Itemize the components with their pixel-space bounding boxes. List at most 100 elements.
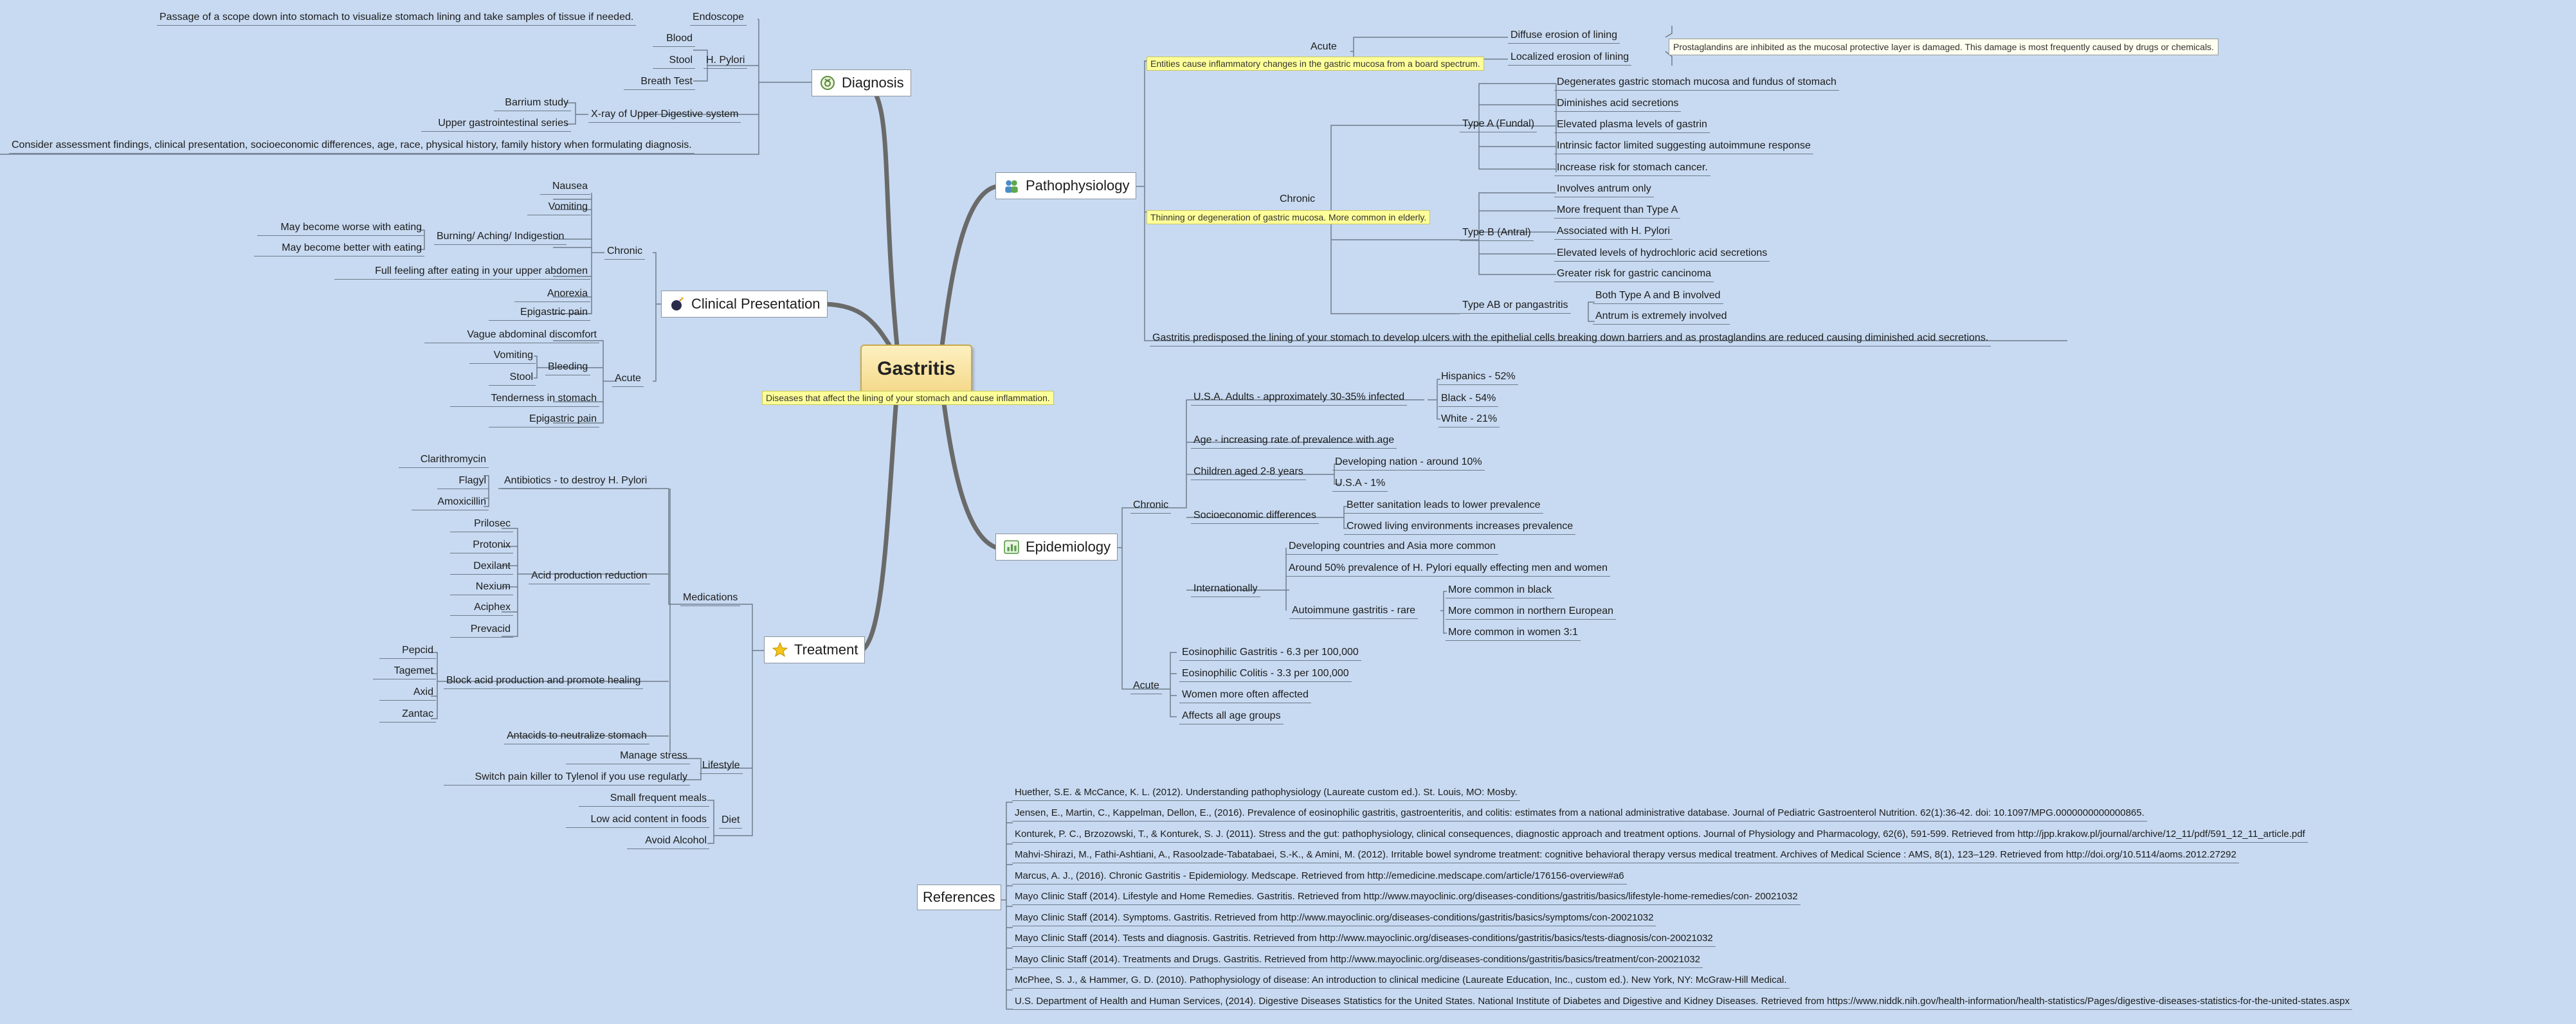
epi-children[interactable]: Children aged 2-8 years xyxy=(1191,465,1306,480)
reference-item[interactable]: U.S. Department of Health and Human Serv… xyxy=(1012,995,2352,1010)
typeA-item[interactable]: Diminishes acid secretions xyxy=(1554,97,1682,112)
hpylori-item[interactable]: Stool xyxy=(653,54,695,69)
epi-autoimmune[interactable]: Autoimmune gastritis - rare xyxy=(1289,604,1419,619)
chronic-item[interactable]: Nausea xyxy=(540,180,590,195)
epi-usa-item[interactable]: Black - 54% xyxy=(1438,392,1499,407)
epi-intl-item[interactable]: Developing countries and Asia more commo… xyxy=(1286,540,1498,555)
typeA-item[interactable]: Increase risk for stomach cancer. xyxy=(1554,161,1710,176)
chronic-item[interactable]: Anorexia xyxy=(514,287,590,302)
patho-acute-item[interactable]: Localized erosion of lining xyxy=(1508,51,1632,66)
reference-item[interactable]: Jensen, E., Martin, C., Kappelman, Dello… xyxy=(1012,807,2147,822)
epi-autoimmune-item[interactable]: More common in women 3:1 xyxy=(1446,626,1581,641)
burning-item[interactable]: May become worse with eating xyxy=(257,221,424,236)
patho-acute-item[interactable]: Diffuse erosion of lining xyxy=(1508,29,1620,44)
diet-label[interactable]: Diet xyxy=(719,814,743,829)
clinical-chronic[interactable]: Chronic xyxy=(604,245,646,260)
antacids-label[interactable]: Antacids to neutralize stomach xyxy=(504,730,649,744)
epi-socio-item[interactable]: Crowed living environments increases pre… xyxy=(1344,520,1576,535)
acid-item[interactable]: Aciphex xyxy=(450,601,513,616)
epi-acute[interactable]: Acute xyxy=(1130,679,1162,694)
diagnosis-topic[interactable]: Diagnosis xyxy=(812,69,911,96)
hpylori-item[interactable]: Breath Test xyxy=(624,75,695,90)
epi-acute-item[interactable]: Women more often affected xyxy=(1179,688,1311,703)
reference-item[interactable]: Marcus, A. J., (2016). Chronic Gastritis… xyxy=(1012,870,1627,885)
chronic-item[interactable]: Full feeling after eating in your upper … xyxy=(334,265,590,280)
block-item[interactable]: Tagemet xyxy=(373,665,436,679)
lifestyle-item[interactable]: Manage stress xyxy=(566,750,690,764)
acid-item[interactable]: Dexilant xyxy=(450,560,513,575)
typeB-item[interactable]: More frequent than Type A xyxy=(1554,204,1681,219)
lifestyle-item[interactable]: Switch pain killer to Tylenol if you use… xyxy=(444,771,690,786)
epi-usa-item[interactable]: Hispanics - 52% xyxy=(1438,370,1518,385)
epi-socio-item[interactable]: Better sanitation leads to lower prevale… xyxy=(1344,499,1543,514)
antibiotic-item[interactable]: Flagyl xyxy=(437,474,489,489)
block-acid-label[interactable]: Block acid production and promote healin… xyxy=(444,674,644,689)
epi-autoimmune-item[interactable]: More common in black xyxy=(1446,584,1554,598)
diet-item[interactable]: Small frequent meals xyxy=(579,792,709,807)
patho-chronic[interactable]: Chronic xyxy=(1280,193,1316,204)
epi-children-item[interactable]: Developing nation - around 10% xyxy=(1332,456,1485,471)
treatment-topic[interactable]: Treatment xyxy=(764,636,866,663)
epi-intl-item[interactable]: Around 50% prevalence of H. Pylori equal… xyxy=(1286,562,1610,577)
endoscope-desc[interactable]: Passage of a scope down into stomach to … xyxy=(157,11,637,26)
epi-autoimmune-item[interactable]: More common in northern European xyxy=(1446,605,1617,620)
acute-item[interactable]: Epigastric pain xyxy=(489,413,599,427)
acid-item[interactable]: Prevacid xyxy=(450,623,513,638)
diet-item[interactable]: Low acid content in foods xyxy=(566,813,709,828)
medications-label[interactable]: Medications xyxy=(680,591,741,606)
acid-reduction-label[interactable]: Acid production reduction xyxy=(529,570,650,584)
typeA-item[interactable]: Degenerates gastric stomach mucosa and f… xyxy=(1554,76,1839,91)
epi-usa[interactable]: U.S.A. Adults - approximately 30-35% inf… xyxy=(1191,391,1408,406)
burning-label[interactable]: Burning/ Aching/ Indigestion xyxy=(434,230,567,245)
acute-item[interactable]: Tenderness in stomach xyxy=(450,392,599,407)
endoscope-label[interactable]: Endoscope xyxy=(690,11,747,26)
xray-label[interactable]: X-ray of Upper Digestive system xyxy=(588,108,741,123)
antibiotic-item[interactable]: Amoxicillin xyxy=(412,496,489,510)
typeAB-item[interactable]: Both Type A and B involved xyxy=(1593,289,1723,304)
block-item[interactable]: Pepcid xyxy=(379,644,436,659)
typeB-item[interactable]: Associated with H. Pylori xyxy=(1554,225,1673,240)
typeA-item[interactable]: Intrinsic factor limited suggesting auto… xyxy=(1554,139,1813,154)
chronic-item[interactable]: Vomiting xyxy=(527,201,590,215)
antibiotics-label[interactable]: Antibiotics - to destroy H. Pylori xyxy=(502,474,650,489)
diet-item[interactable]: Avoid Alcohol xyxy=(627,834,709,849)
diagnosis-consider[interactable]: Consider assessment findings, clinical p… xyxy=(9,139,694,154)
references-topic[interactable]: References xyxy=(917,885,1001,910)
block-item[interactable]: Axid xyxy=(379,686,436,701)
typeAB-item[interactable]: Antrum is extremely involved xyxy=(1593,310,1730,325)
bleeding-item[interactable]: Stool xyxy=(489,371,536,386)
epidemiology-topic[interactable]: Epidemiology xyxy=(995,534,1118,561)
clinical-topic[interactable]: Clinical Presentation xyxy=(661,291,828,318)
typeB-label[interactable]: Type B (Antral) xyxy=(1460,226,1534,241)
patho-predisposes[interactable]: Gastritis predisposed the lining of your… xyxy=(1150,332,1991,346)
clinical-acute[interactable]: Acute xyxy=(612,372,644,387)
typeB-item[interactable]: Greater risk for gastric cancinoma xyxy=(1554,267,1714,282)
acid-item[interactable]: Nexium xyxy=(450,580,513,595)
reference-item[interactable]: Mayo Clinic Staff (2014). Lifestyle and … xyxy=(1012,890,1800,905)
block-item[interactable]: Zantac xyxy=(379,708,436,723)
reference-item[interactable]: Mayo Clinic Staff (2014). Tests and diag… xyxy=(1012,932,1716,947)
typeB-item[interactable]: Involves antrum only xyxy=(1554,183,1654,197)
bleeding-item[interactable]: Vomiting xyxy=(469,349,536,364)
typeA-item[interactable]: Elevated plasma levels of gastrin xyxy=(1554,118,1710,133)
xray-item[interactable]: Upper gastrointestinal series xyxy=(421,117,571,132)
hpylori-item[interactable]: Blood xyxy=(653,32,695,47)
epi-intl[interactable]: Internationally xyxy=(1191,582,1260,597)
acid-item[interactable]: Protonix xyxy=(450,539,513,553)
reference-item[interactable]: Mayo Clinic Staff (2014). Treatments and… xyxy=(1012,953,1703,968)
typeB-item[interactable]: Elevated levels of hydrochloric acid sec… xyxy=(1554,247,1770,262)
acid-item[interactable]: Prilosec xyxy=(450,517,513,532)
bleeding-label[interactable]: Bleeding xyxy=(545,361,591,375)
reference-item[interactable]: Huether, S.E. & McCance, K. L. (2012). U… xyxy=(1012,786,1520,801)
pathophysiology-topic[interactable]: Pathophysiology xyxy=(995,172,1137,199)
epi-acute-item[interactable]: Eosinophilic Colitis - 3.3 per 100,000 xyxy=(1179,667,1352,682)
antibiotic-item[interactable]: Clarithromycin xyxy=(399,453,489,468)
hpylori-label[interactable]: H. Pylori xyxy=(703,54,748,69)
reference-item[interactable]: McPhee, S. J., & Hammer, G. D. (2010). P… xyxy=(1012,974,1790,989)
typeA-label[interactable]: Type A (Fundal) xyxy=(1460,118,1537,132)
reference-item[interactable]: Mayo Clinic Staff (2014). Symptoms. Gast… xyxy=(1012,912,1656,926)
lifestyle-label[interactable]: Lifestyle xyxy=(700,759,743,774)
epi-acute-item[interactable]: Affects all age groups xyxy=(1179,710,1283,724)
root-topic[interactable]: Gastritis xyxy=(860,345,972,393)
epi-usa-item[interactable]: White - 21% xyxy=(1438,413,1500,427)
